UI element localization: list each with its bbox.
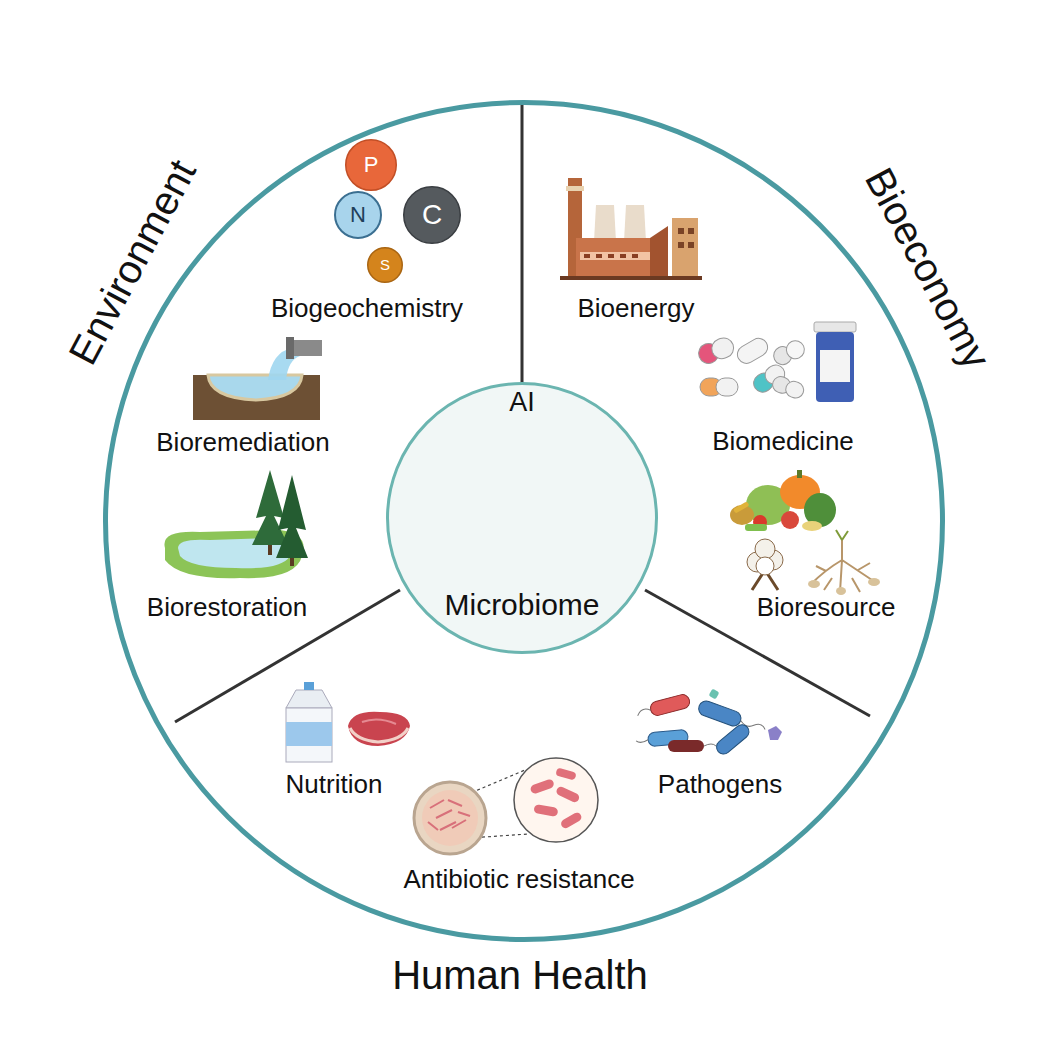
sector-heading: Environment [59,152,205,372]
petri-dish-icon [414,758,598,854]
cotton-icon [747,539,783,590]
bacteria-icon [635,689,782,757]
roots-icon [808,530,880,595]
application-label: Pathogens [658,770,782,800]
element-circle-shape [335,192,381,238]
element-symbol: N [350,202,366,227]
element-symbol: S [380,256,390,273]
factory-icon [560,178,702,280]
sector-heading: Bioeconomy [856,160,1000,376]
element-symbol: P [364,152,379,177]
bioremediation-icon [193,337,322,420]
element-circle-shape [368,248,403,283]
biorestoration-icon [164,470,308,578]
application-label: Bioremediation [156,428,329,458]
element-circle: C [403,186,461,244]
milk-carton-icon [286,682,332,762]
application-label: Bioenergy [577,294,694,324]
center-heading: Microbiome [444,588,599,623]
center-heading: AI [509,387,535,418]
element-circle: S [367,247,403,283]
bottle-icon [814,322,856,402]
element-circle: N [334,191,382,239]
application-label: Antibiotic resistance [403,865,634,895]
element-circle: P [345,139,397,191]
element-circle-shape [404,187,461,244]
application-label: Nutrition [286,770,383,800]
element-symbol: C [422,199,442,231]
element-circle-shape [346,140,397,191]
outer-circle: EnvironmentBioeconomyHuman HealthPNCSAIM… [103,100,945,942]
center-circle: AI Microbiome [386,382,658,654]
application-label: Biogeochemistry [271,294,463,324]
vegetables-icon [730,470,836,531]
application-label: Biorestoration [147,593,307,623]
application-label: Biomedicine [712,427,854,457]
sector-dividers [175,102,870,722]
outer-circle-shape [106,103,943,940]
sector-heading: Human Health [392,952,648,998]
application-label: Bioresource [757,593,896,623]
center-circle-shape [388,384,657,653]
pills-icon [696,335,808,400]
steak-icon [348,712,410,746]
